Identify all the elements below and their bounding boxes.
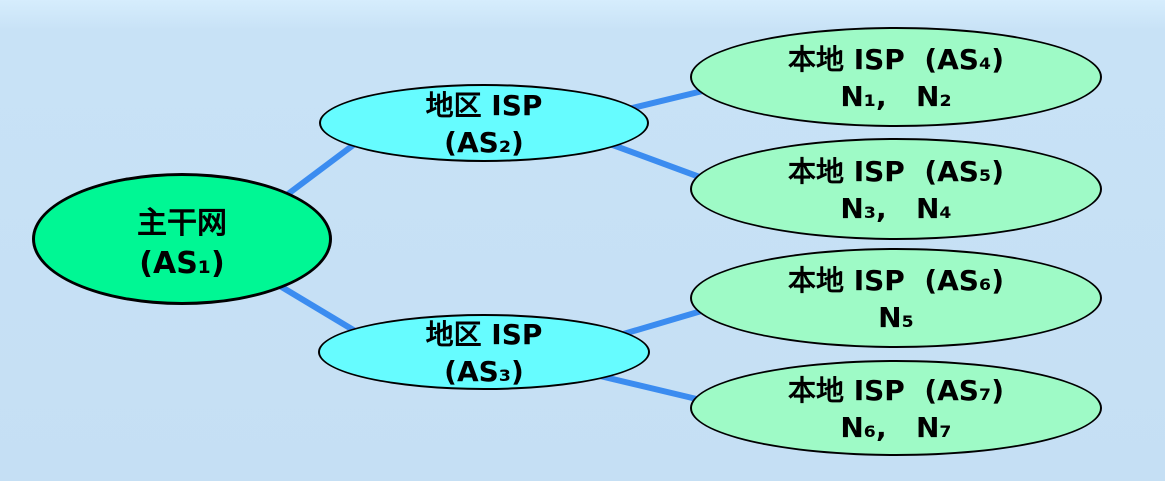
node-label: 本地 ISP (AS₆) bbox=[787, 264, 1005, 298]
node-regional-isp-as2: 地区 ISP (AS₂) bbox=[319, 84, 649, 162]
node-local-isp-as7: 本地 ISP (AS₇) N₆, N₇ bbox=[690, 360, 1102, 456]
link-as2-as5 bbox=[608, 141, 707, 182]
node-local-isp-as5: 本地 ISP (AS₅) N₃, N₄ bbox=[690, 138, 1102, 240]
node-as-number: (AS₁) bbox=[139, 246, 225, 281]
node-local-isp-as6: 本地 ISP (AS₆) N₅ bbox=[690, 248, 1102, 348]
node-as-number: (AS₃) bbox=[444, 355, 524, 388]
node-backbone-as1: 主干网 (AS₁) bbox=[32, 173, 332, 305]
link-backbone-as2 bbox=[278, 137, 362, 203]
node-regional-isp-as3: 地区 ISP (AS₃) bbox=[318, 314, 650, 390]
node-label: 本地 ISP (AS₄) bbox=[787, 43, 1005, 77]
node-networks: N₆, N₇ bbox=[840, 411, 952, 444]
node-local-isp-as4: 本地 ISP (AS₄) N₁, N₂ bbox=[690, 27, 1102, 127]
link-as3-as7 bbox=[599, 373, 706, 404]
node-networks: N₃, N₄ bbox=[840, 192, 952, 225]
node-networks: N₅ bbox=[878, 301, 914, 334]
node-as-number: (AS₂) bbox=[444, 126, 524, 159]
node-label: 地区 ISP bbox=[425, 318, 543, 352]
node-label: 主干网 bbox=[137, 206, 227, 242]
link-backbone-as3 bbox=[268, 277, 367, 340]
node-networks: N₁, N₂ bbox=[840, 80, 952, 113]
node-label: 本地 ISP (AS₇) bbox=[787, 374, 1005, 408]
node-label: 本地 ISP (AS₅) bbox=[787, 155, 1005, 189]
node-label: 地区 ISP bbox=[425, 89, 543, 123]
